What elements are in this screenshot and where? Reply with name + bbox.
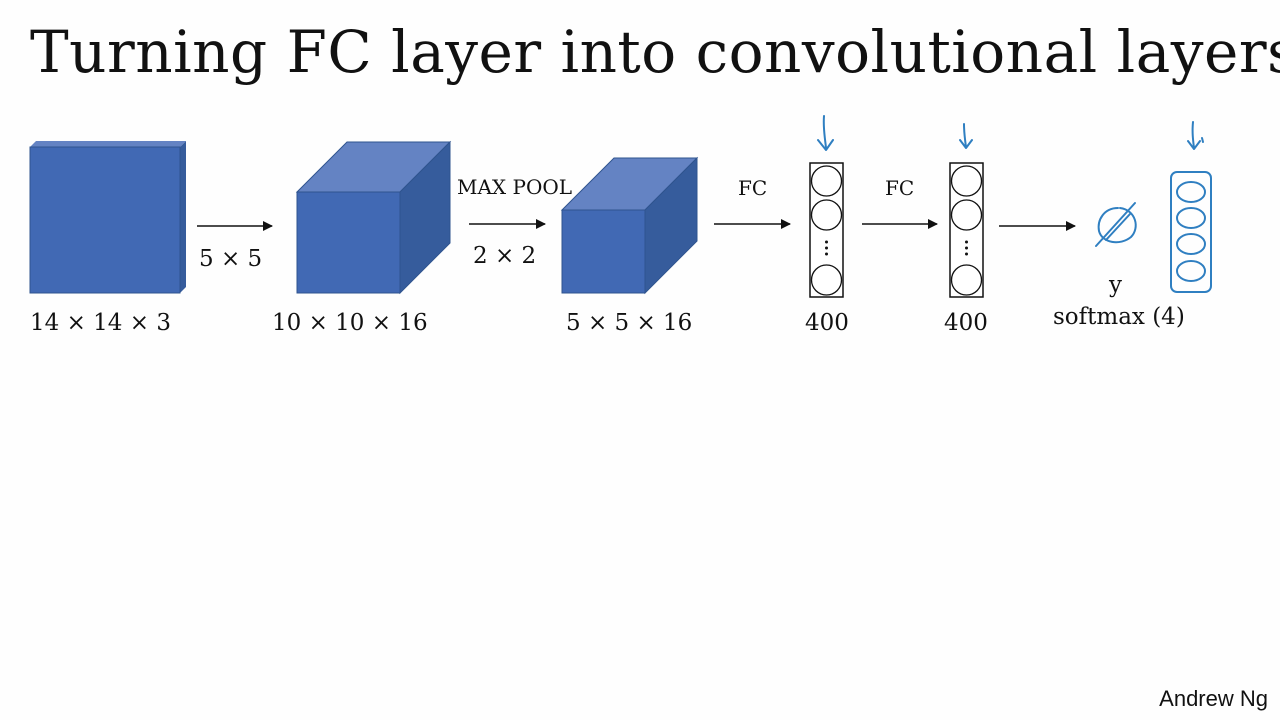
- output-down-arrow-mark: [1187, 121, 1201, 150]
- fc1-ellipsis-dot: [825, 240, 828, 244]
- fc1-op-label: FC: [738, 176, 768, 200]
- output-tick-mark: [1201, 137, 1204, 143]
- output-symbol-label: y: [1109, 272, 1122, 298]
- pool-volume: [560, 156, 699, 295]
- fc2-layer: [949, 162, 984, 298]
- fc2-neuron: [950, 264, 983, 296]
- fc2-op-label: FC: [885, 176, 915, 200]
- fc2-neuron: [950, 165, 983, 197]
- softmax-label: softmax (4): [1053, 304, 1185, 330]
- slide-title: Turning FC layer into convolutional laye…: [30, 18, 1280, 86]
- max-pool-label: MAX POOL: [457, 175, 573, 199]
- author-credit: Andrew Ng: [1159, 686, 1268, 711]
- output-neuron-sketch: [1176, 260, 1206, 282]
- fc2-neuron: [950, 199, 983, 231]
- fc1-size-label: 400: [805, 310, 849, 336]
- conv-volume: [295, 140, 452, 295]
- fc2-ellipsis-dot: [965, 240, 968, 244]
- fc1-ellipsis-dot: [825, 252, 828, 256]
- conv-volume-label: 10 × 10 × 16: [272, 310, 428, 336]
- fc2-size-label: 400: [944, 310, 988, 336]
- fc2-ellipsis-dot: [965, 246, 968, 250]
- input-volume-label: 14 × 14 × 3: [30, 310, 171, 336]
- fc2-ellipsis-dot: [965, 252, 968, 256]
- output-box-sketch: [1170, 171, 1212, 293]
- conv-filter-label: 5 × 5: [199, 246, 263, 272]
- fc1-layer: [809, 162, 844, 298]
- pool-volume-face: [561, 209, 646, 294]
- fc1-ellipsis-dot: [825, 246, 828, 250]
- input-volume-top: [30, 141, 186, 147]
- handwritten-annotations: [817, 115, 1212, 293]
- fc1-down-arrow-mark: [817, 115, 834, 151]
- fc2-down-arrow-mark: [959, 123, 973, 149]
- fc1-neuron: [810, 264, 843, 296]
- input-volume-side: [180, 141, 186, 293]
- fc1-neuron: [810, 199, 843, 231]
- conv-volume-face: [296, 191, 401, 294]
- fc1-neuron: [810, 165, 843, 197]
- input-volume-face: [29, 146, 181, 294]
- crossed-out-mark: [1095, 202, 1137, 247]
- input-volume: [29, 141, 186, 294]
- pool-size-label: 2 × 2: [473, 243, 537, 269]
- output-neuron-sketch: [1176, 181, 1206, 203]
- output-neuron-sketch: [1176, 207, 1206, 229]
- output-neuron-sketch: [1176, 233, 1206, 255]
- pool-volume-label: 5 × 5 × 16: [566, 310, 693, 336]
